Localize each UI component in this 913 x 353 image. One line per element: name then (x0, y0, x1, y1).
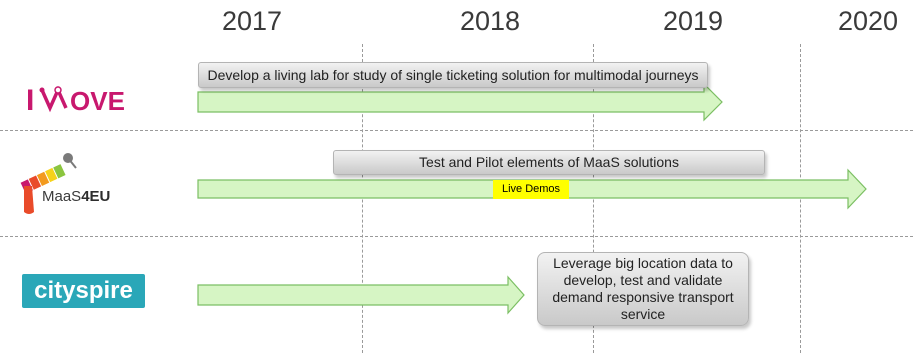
svg-text:OVE: OVE (70, 86, 125, 116)
inove-logo: I OVE (22, 78, 162, 118)
year-label-2020: 2020 (838, 6, 899, 36)
maas4eu-logo-text: MaaS4EU (42, 188, 110, 205)
year-label-2018: 2018 (460, 6, 521, 36)
year-label-2019: 2019 (663, 6, 724, 36)
maas4eu-description-box: Test and Pilot elements of MaaS solution… (333, 150, 765, 175)
row-divider (0, 236, 913, 237)
maas4eu-logo: MaaS4EU (18, 148, 168, 218)
maas4eu-logo-maas: MaaS (42, 188, 82, 205)
row-divider (0, 130, 913, 131)
inove-description-box: Develop a living lab for study of single… (198, 62, 708, 88)
year-label-2017: 2017 (222, 6, 283, 36)
cityspire-description-box: Leverage big location data to develop, t… (537, 252, 749, 326)
cityspire-timeline-arrow (197, 275, 525, 315)
maas4eu-logo-4eu: 4EU (81, 188, 111, 205)
inove-logo-mark: I OVE (26, 84, 125, 117)
inove-timeline-arrow (197, 82, 723, 122)
maas4eu-logo-mark (20, 153, 77, 214)
live-demos-badge: Live Demos (493, 180, 569, 199)
cityspire-logo: cityspire (22, 274, 145, 308)
inove-logo-text: I (26, 84, 34, 117)
